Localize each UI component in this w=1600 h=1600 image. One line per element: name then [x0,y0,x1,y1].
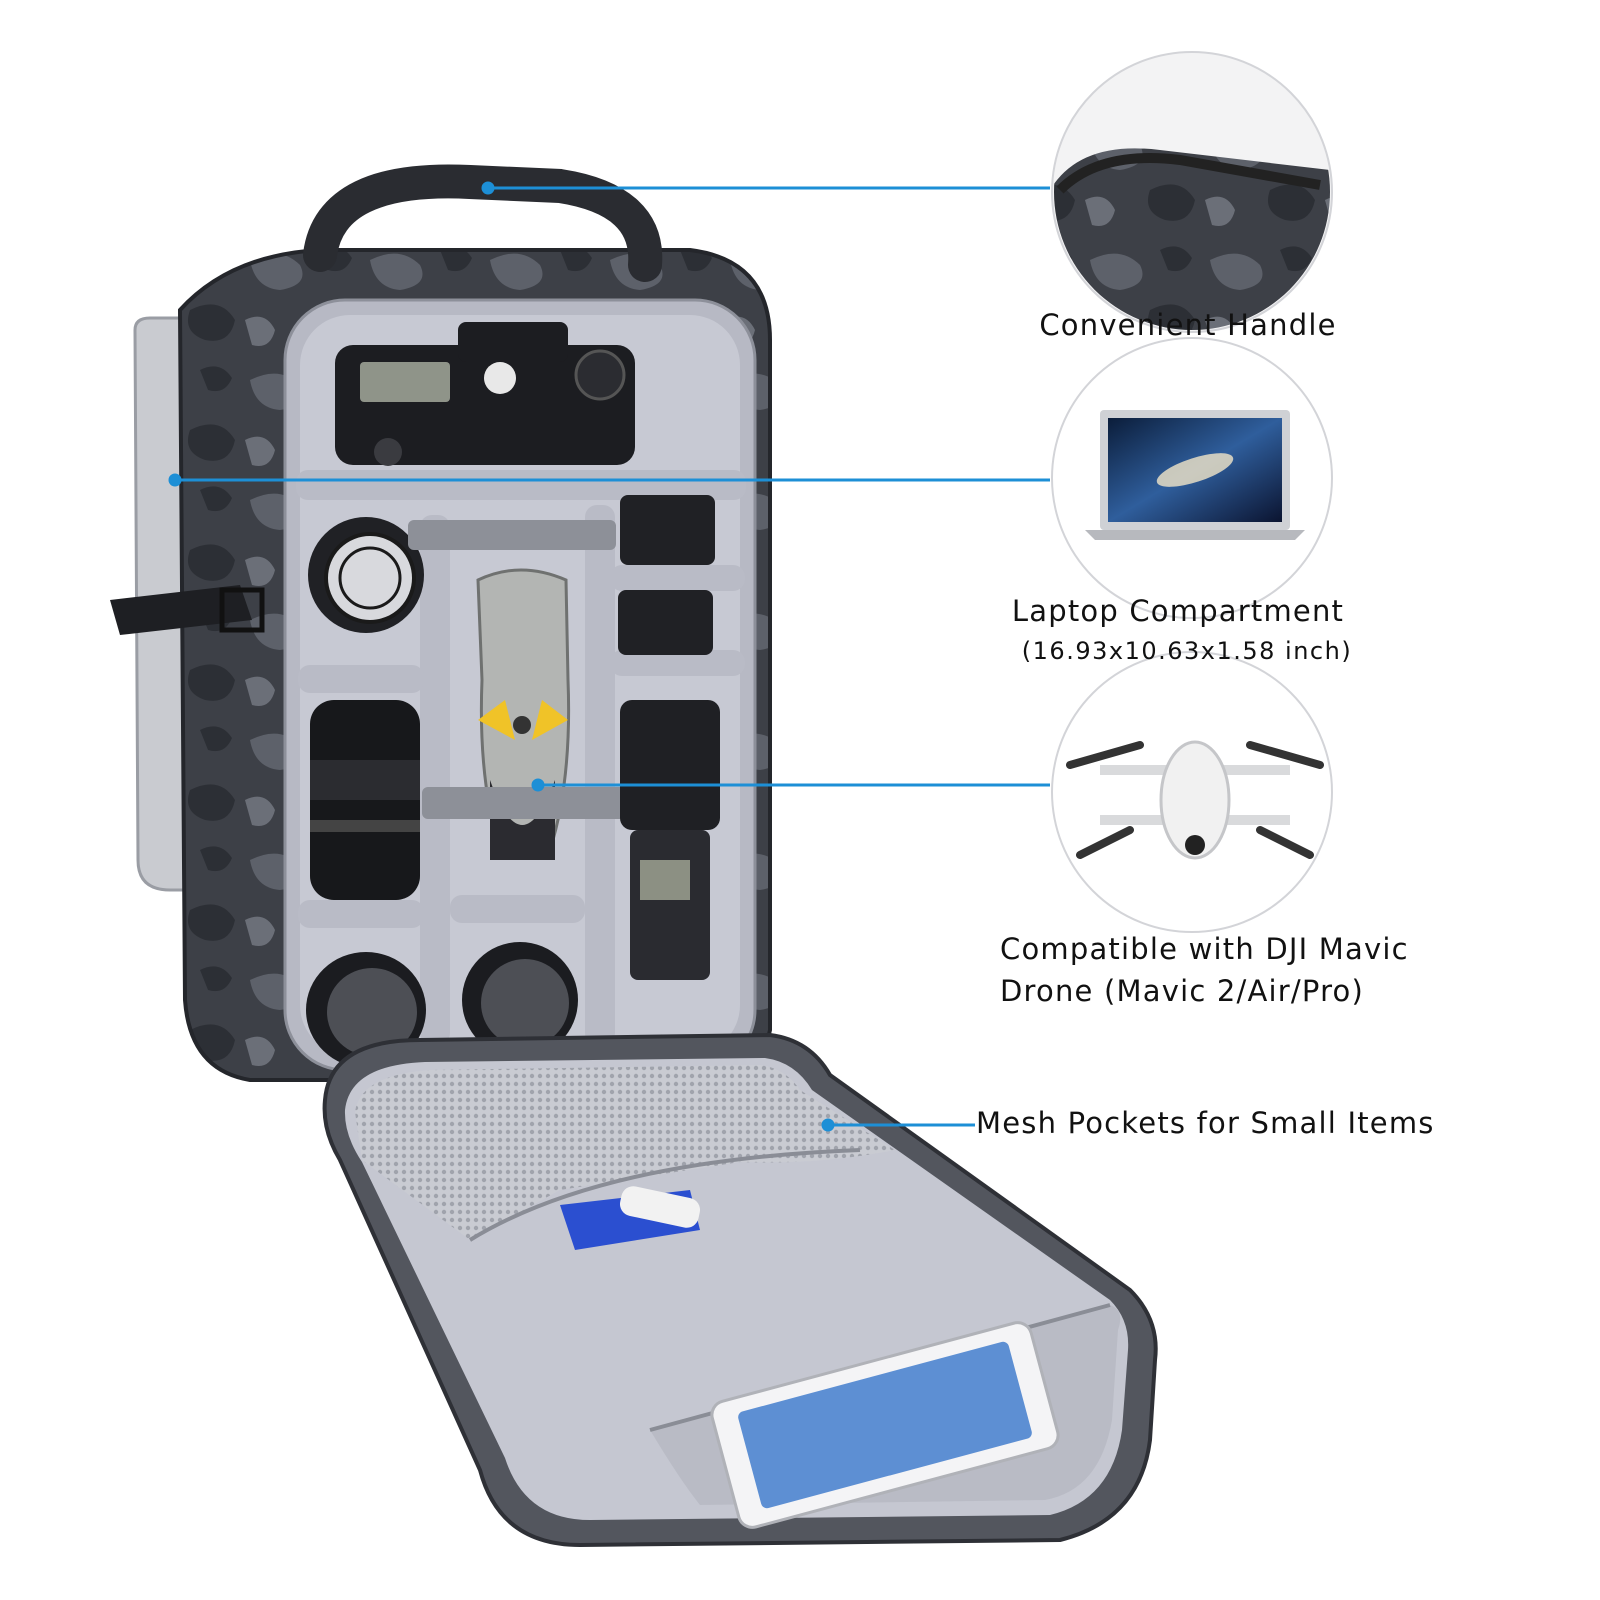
mesh-title: Mesh Pockets for Small Items [976,1106,1435,1140]
camera-body [335,322,635,466]
drone-title: Compatible with DJI Mavic [1000,932,1409,966]
mesh-pocket [355,1065,895,1240]
leader-lines [168,181,1050,1132]
drone-subtitle: Drone (Mavic 2/Air/Pro) [1000,974,1365,1008]
lens-cap [308,517,424,633]
lens-rear-cap-1 [306,952,426,1068]
battery-2 [618,590,713,655]
speedlight-flash [620,700,720,980]
laptop-dimensions: (16.93x10.63x1.58 inch) [1021,637,1353,665]
main-compartment [283,298,757,1072]
drone-closeup [1051,651,1333,933]
laptop-closeup [1051,337,1333,619]
laptop-title: Laptop Compartment [1011,594,1345,628]
lens-rear-cap-2 [462,942,578,1058]
velcro-strap-top [408,520,616,550]
velcro-strap-bottom [422,787,630,819]
front-flap [322,1032,1158,1548]
top-handle [303,164,663,282]
zoom-lens [310,700,420,900]
folded-drone [476,568,571,860]
handle-closeup [1051,51,1333,333]
side-strap [110,585,252,635]
handle-title: Convenient Handle [1039,308,1337,342]
battery-1 [620,495,715,565]
